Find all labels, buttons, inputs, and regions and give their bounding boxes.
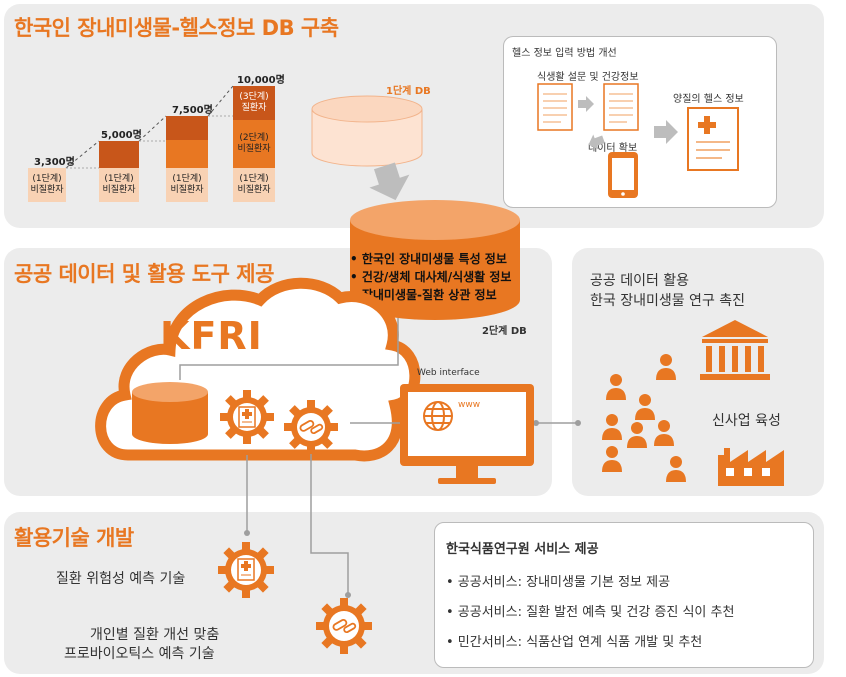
tech-risk-label: 질환 위험성 예측 기술 bbox=[56, 571, 186, 587]
kfri-logo: KFRI bbox=[160, 314, 263, 358]
db-stage2-cylinder bbox=[350, 200, 520, 320]
arrow-right-big-icon bbox=[654, 120, 678, 144]
db-item-2: • 건강/생체 대사체/식생활 정보 bbox=[350, 270, 512, 284]
survey-doc-icon bbox=[537, 83, 573, 131]
bar2-stage2 bbox=[99, 141, 139, 168]
monitor-icon bbox=[400, 384, 534, 484]
data-label: 데이터 확보 bbox=[588, 143, 638, 154]
section-title-public: 공공 데이터 및 활용 도구 제공 bbox=[14, 262, 274, 286]
tech-probiotic-line1: 개인별 질환 개선 맞춤 bbox=[90, 627, 220, 643]
db-stage1-cylinder bbox=[311, 95, 423, 167]
section-title-db: 한국인 장내미생물-헬스정보 DB 구축 bbox=[14, 16, 339, 40]
db-item-1: • 한국인 장내미생물 특성 정보 bbox=[350, 252, 507, 266]
gear-bacteria-icon bbox=[284, 400, 338, 454]
bar1-stage1: (1단계) 비질환자 bbox=[28, 168, 66, 202]
new-biz-label: 신사업 육성 bbox=[712, 413, 781, 429]
section-title-tech: 활용기술 개발 bbox=[14, 526, 134, 550]
service-item-3: • 민간서비스: 식품산업 연계 식품 개발 및 추천 bbox=[446, 635, 703, 650]
phone-icon bbox=[608, 152, 638, 198]
health-doc-icon bbox=[603, 83, 639, 131]
quality-label: 양질의 헬스 정보 bbox=[673, 94, 744, 105]
survey-label: 식생활 설문 및 건강정보 bbox=[537, 72, 639, 83]
bar3-stage1: (1단계) 비질환자 bbox=[166, 168, 208, 202]
bar4-stage1: (1단계) 비질환자 bbox=[233, 168, 275, 202]
public-use-line1: 공공 데이터 활용 bbox=[590, 273, 690, 289]
factory-icon bbox=[718, 448, 784, 486]
health-input-title: 헬스 정보 입력 방법 개선 bbox=[512, 48, 617, 59]
public-use-line2: 한국 장내미생물 연구 촉진 bbox=[590, 293, 746, 309]
bar4-stage3: (3단계) 질환자 bbox=[233, 86, 275, 120]
arrow-down-icon bbox=[369, 162, 410, 201]
bar-label-5000: 5,000명 bbox=[101, 130, 142, 141]
cloud-db-icon bbox=[132, 382, 208, 444]
bar-label-7500: 7,500명 bbox=[172, 105, 213, 116]
tech-gear-bacteria-icon bbox=[316, 598, 372, 654]
bar2-stage1: (1단계) 비질환자 bbox=[99, 168, 139, 202]
service-box bbox=[434, 522, 814, 668]
tech-gear-doc-icon bbox=[218, 542, 274, 598]
tech-probiotic-line2: 프로바이오틱스 예측 기술 bbox=[64, 646, 215, 662]
service-item-2: • 공공서비스: 질환 발전 예측 및 건강 증진 식이 추천 bbox=[446, 605, 735, 620]
www-label: www bbox=[458, 400, 481, 410]
service-item-1: • 공공서비스: 장내미생물 기본 정보 제공 bbox=[446, 575, 671, 590]
medical-doc-icon bbox=[687, 107, 739, 171]
bar3-stage2 bbox=[166, 140, 208, 168]
bar-label-10000: 10,000명 bbox=[237, 75, 285, 86]
bar3-stage2-top bbox=[166, 116, 208, 140]
bar-label-3300: 3,300명 bbox=[34, 157, 75, 168]
bar4-stage2: (2단계) 비질환자 bbox=[233, 120, 275, 168]
service-title: 한국식품연구원 서비스 제공 bbox=[446, 542, 599, 557]
institution-icon bbox=[700, 320, 770, 380]
db-stage1-label: 1단계 DB bbox=[386, 86, 431, 97]
db-stage2-label: 2단계 DB bbox=[482, 326, 527, 337]
gear-doc-icon bbox=[220, 390, 274, 444]
db-item-3: • 장내미생물-질환 상관 정보 bbox=[350, 288, 497, 302]
web-interface-label: Web interface bbox=[417, 368, 480, 378]
arrow-right-icon bbox=[578, 96, 594, 112]
people-icon bbox=[602, 354, 686, 482]
arrow-downleft-icon bbox=[588, 134, 605, 150]
